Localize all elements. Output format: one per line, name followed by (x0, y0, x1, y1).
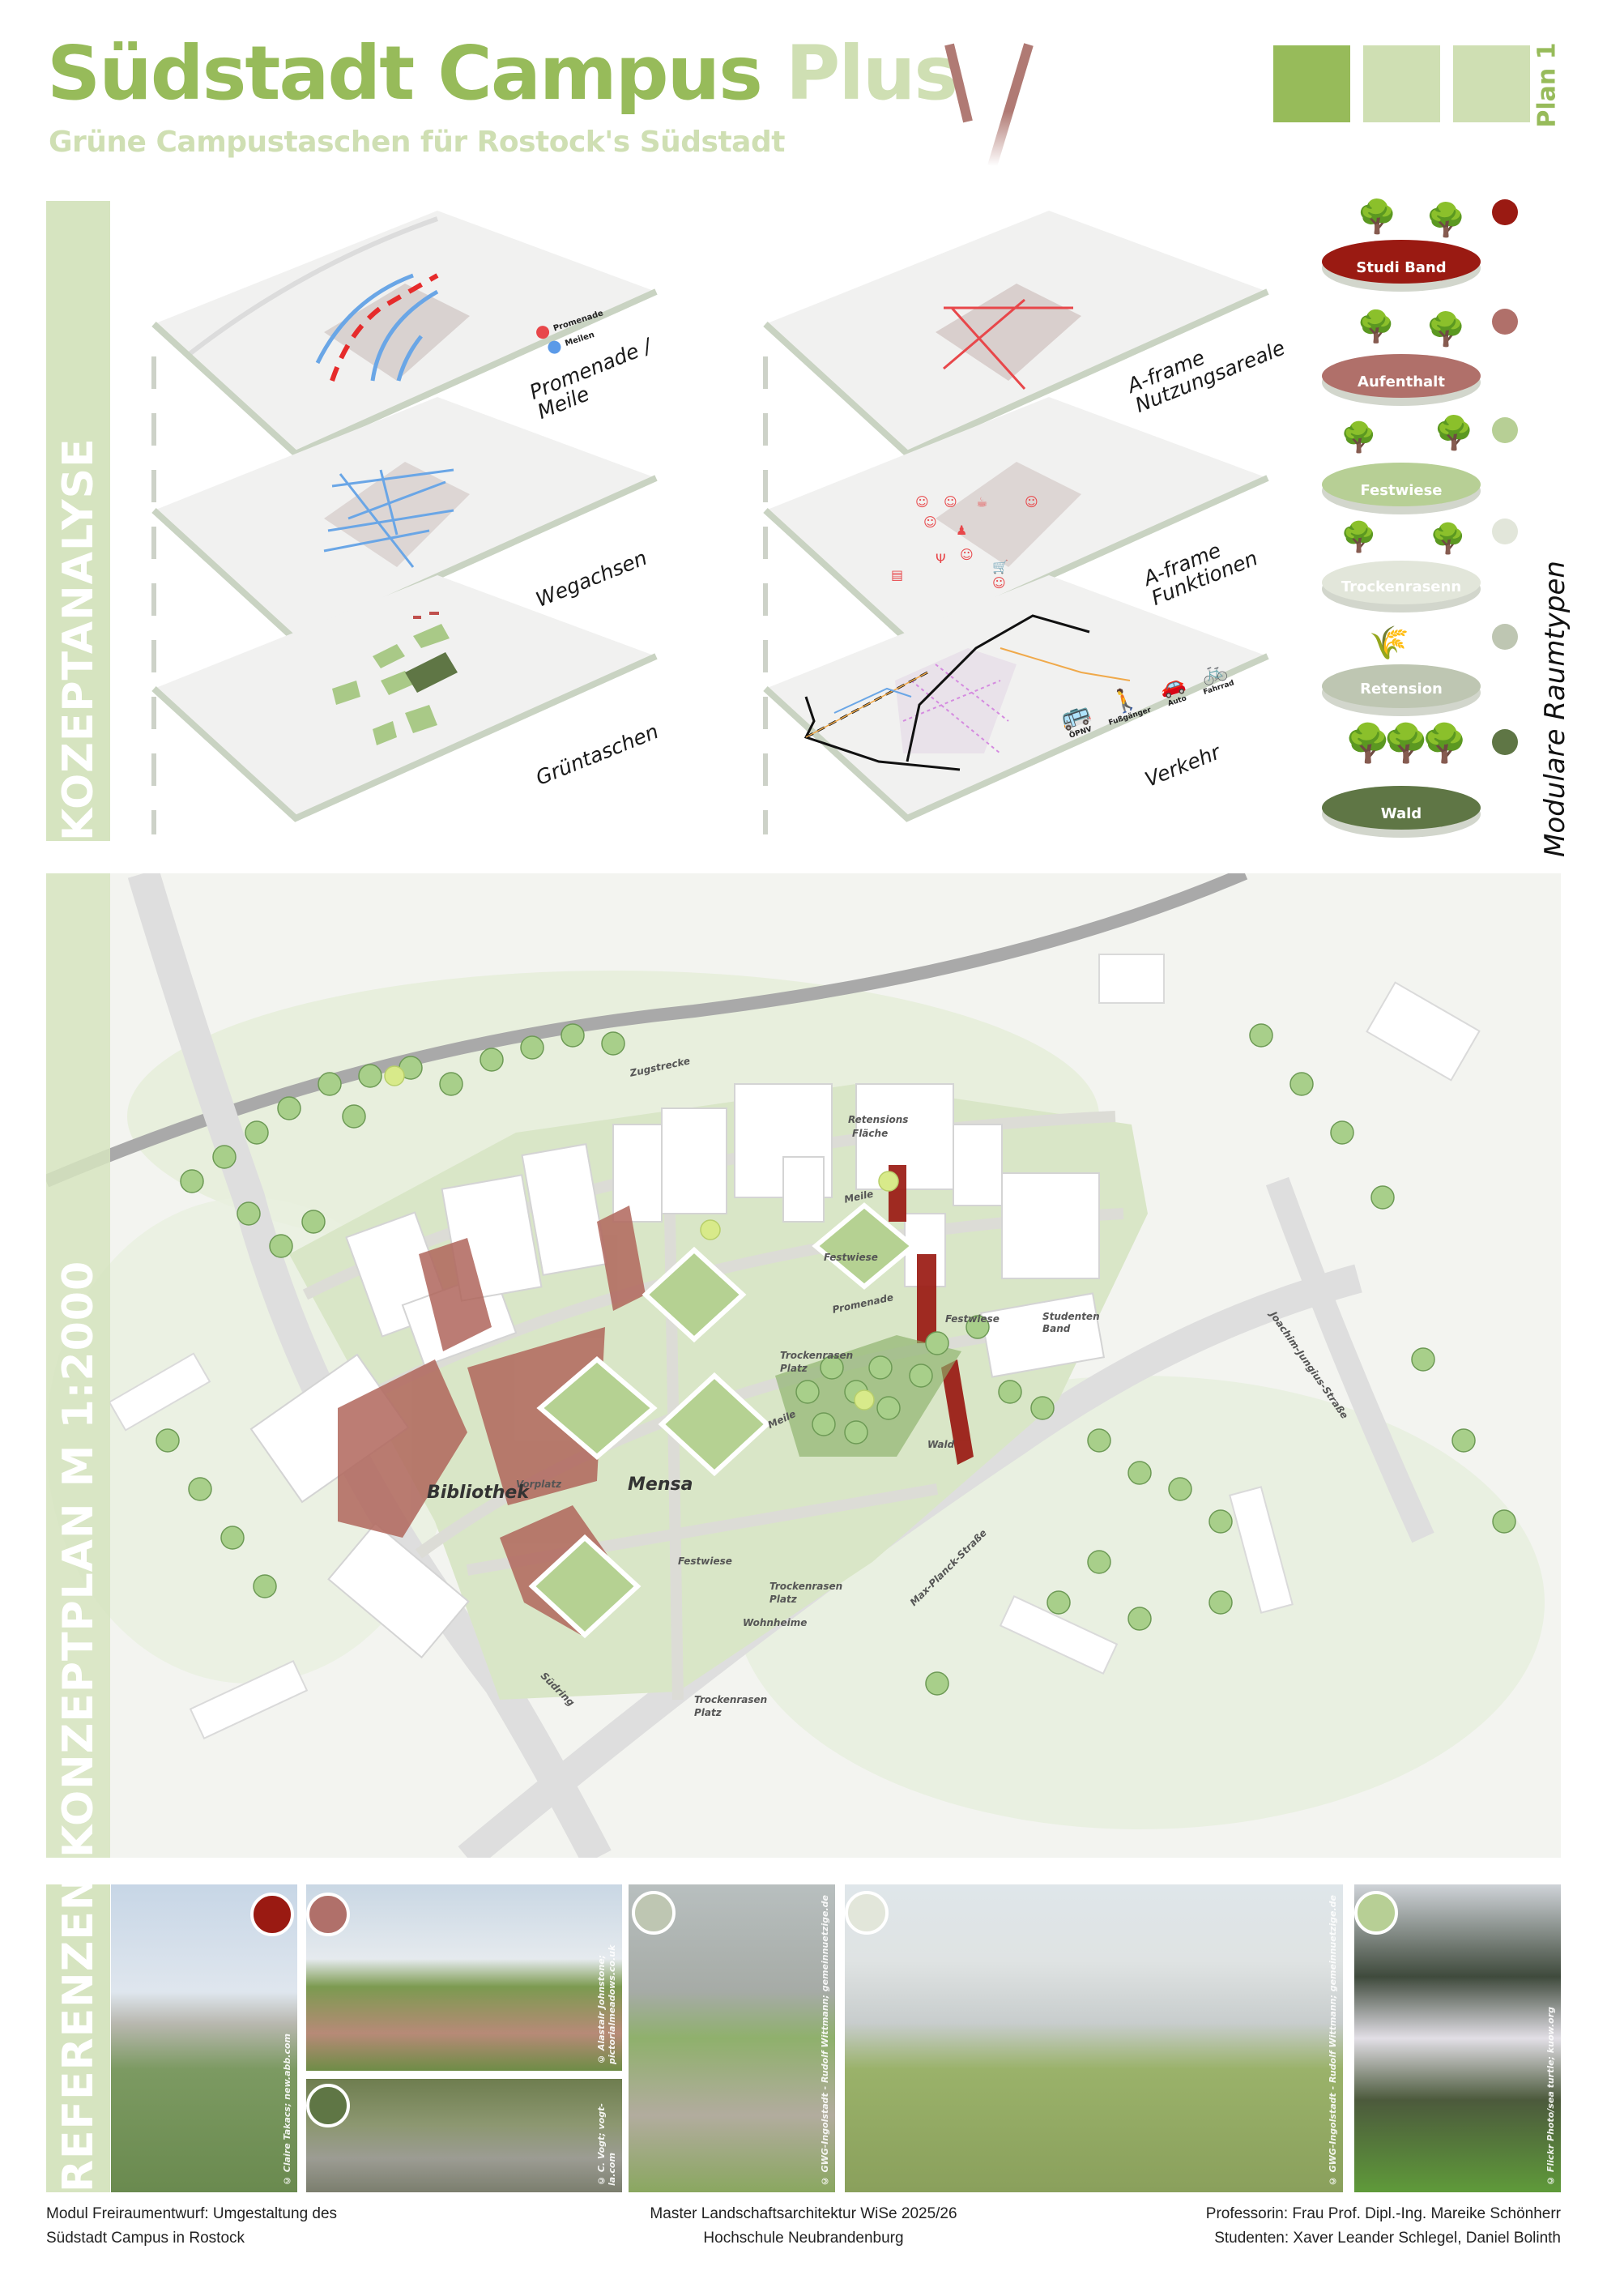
svg-text:☺: ☺ (992, 575, 1006, 591)
reference-photo-4: © GWG-Ingolstadt - Rudolf Wittmann; geme… (629, 1884, 835, 2192)
legend-item-retension: 🌾 Retension (1312, 616, 1518, 729)
svg-text:☺: ☺ (923, 514, 937, 530)
legend-dot (1492, 624, 1518, 650)
tree-icon: 🌳 (1426, 311, 1466, 348)
svg-text:Ψ: Ψ (936, 551, 946, 566)
layer-verkehr (763, 575, 1269, 822)
section-title-references: REFERENZEN (53, 1874, 103, 2192)
legend-dot (1492, 309, 1518, 335)
legend-dot (1492, 417, 1518, 443)
swatch-light-green (1453, 45, 1530, 122)
map-label: Festwiese (824, 1252, 878, 1263)
plan-number: Plan 1 (1532, 42, 1562, 128)
building-label-bibliothek: Bibliothek (427, 1483, 529, 1503)
map-label: Festwiese (945, 1313, 1000, 1325)
reference-dot (632, 1891, 676, 1935)
map-label: Wohnheime (743, 1617, 808, 1628)
title-plus: Plus (785, 30, 958, 117)
header-swatches (1273, 45, 1530, 122)
svg-text:🛒: 🛒 (992, 559, 1008, 574)
map-label: Retensions (848, 1114, 909, 1125)
concept-axo-right: ☺☺☕ ☺♟☺ Ψ☺🛒 ▤☺ (763, 211, 1269, 834)
legend-item-wald: 🌳🌳🌳 Wald (1312, 721, 1518, 838)
title-main: Südstadt Campus (47, 30, 763, 117)
svg-text:☕: ☕ (976, 494, 987, 510)
tree-icon: 🌳 (1426, 202, 1466, 239)
tree-icon: 🌳 (1430, 523, 1466, 556)
reference-photo-1: © Claire Takacs; new.abb.com (111, 1884, 297, 2192)
reference-photo-6: © Flickr Photo/sea turtle; kuow.org (1354, 1884, 1561, 2192)
legend-item-festwiese: 🌳 🌳 Festwiese (1312, 409, 1518, 523)
svg-text:▤: ▤ (891, 567, 903, 583)
plan-drawing (46, 873, 1561, 1858)
layer-gruentaschen (151, 575, 658, 822)
map-label: Platz (769, 1594, 797, 1605)
legend-dot (1492, 519, 1518, 544)
svg-text:♟: ♟ (956, 523, 967, 538)
footer: Modul Freiraumentwurf: Umgestaltung des … (46, 2202, 1561, 2259)
svg-text:☺: ☺ (915, 494, 929, 510)
svg-text:☺: ☺ (1025, 494, 1038, 510)
reference-dot (250, 1893, 294, 1936)
map-label: Wald (927, 1439, 955, 1450)
legend-dot (1492, 199, 1518, 225)
legend-item-studi-band: 🌳 🌳 Studi Band (1312, 194, 1518, 308)
legend-title: Modulare Raumtypen (1539, 561, 1571, 857)
reference-dot (845, 1891, 889, 1935)
reference-photo-2: © Alastair Johnstone; pictorialmeadows.c… (306, 1884, 622, 2071)
section-bar-plan: KONZEPTPLAN M 1:2000 (46, 873, 110, 1858)
layer-promenade (151, 211, 658, 458)
promenade-dot-icon (535, 324, 552, 341)
poster-title: Südstadt Campus Plus (47, 30, 958, 117)
section-title-concept: KOZEPTANALYSE (53, 437, 103, 841)
section-bar-concept: KOZEPTANALYSE (46, 201, 110, 841)
concept-axo-left (151, 211, 658, 834)
reference-dot (306, 2084, 350, 2127)
map-label: Festwiese (678, 1556, 732, 1567)
section-title-plan: KONZEPTPLAN M 1:2000 (53, 1260, 103, 1858)
legend-dot (1492, 729, 1518, 755)
map-label: Trockenrasen (769, 1581, 843, 1592)
reference-dot (1354, 1891, 1398, 1935)
tree-icon: 🌳 (1357, 198, 1397, 236)
map-label: Fläche (852, 1128, 889, 1139)
x-mark-icon (944, 43, 1034, 168)
map-label: Platz (780, 1363, 808, 1374)
tree-icon: 🌳 (1341, 521, 1377, 554)
footer-program: Master Landschaftsarchitektur WiSe 2025/… (650, 2205, 957, 2247)
building-label-mensa: Mensa (628, 1474, 693, 1495)
legend-item-trockenrasen: 🌳 🌳 Trockenrasenn (1312, 510, 1518, 624)
map-label: Studenten (1042, 1311, 1100, 1322)
poster-subtitle: Grüne Campustaschen für Rostock's Südsta… (49, 126, 785, 159)
map-label: Trockenrasen (694, 1694, 768, 1705)
footer-module: Modul Freiraumentwurf: Umgestaltung des … (46, 2205, 338, 2247)
footer-credits: Professorin: Frau Prof. Dipl.-Ing. Marei… (1205, 2205, 1561, 2247)
swatch-light-green (1363, 45, 1440, 122)
svg-text:☺: ☺ (960, 547, 974, 562)
forest-icon: 🌳🌳🌳 (1345, 721, 1468, 765)
tree-icon: 🌳 (1357, 309, 1396, 344)
legend-item-aufenthalt: 🌳 🌳 Aufenthalt (1312, 304, 1518, 417)
tree-icon: 🌳 (1434, 415, 1474, 452)
reed-icon: 🌾 (1369, 625, 1409, 662)
tree-icon: 🌳 (1341, 421, 1377, 455)
layer-wegachsen (151, 397, 658, 644)
reference-photo-3: © C. Vogt; vogt-la.com (306, 2079, 622, 2192)
concept-plan-map: Zugstrecke Retensions Fläche Meile Festw… (46, 873, 1561, 1858)
section-bar-references: REFERENZEN (46, 1875, 110, 2192)
map-label: Platz (694, 1707, 722, 1718)
map-label: Vorplatz (516, 1479, 562, 1490)
swatch-dark-green (1273, 45, 1350, 122)
reference-photo-5: © GWG-Ingolstadt - Rudolf Wittmann; geme… (845, 1884, 1343, 2192)
svg-text:☺: ☺ (944, 494, 957, 510)
map-label: Trockenrasen (780, 1350, 854, 1361)
map-label: Band (1042, 1323, 1071, 1334)
reference-dot (306, 1893, 350, 1936)
